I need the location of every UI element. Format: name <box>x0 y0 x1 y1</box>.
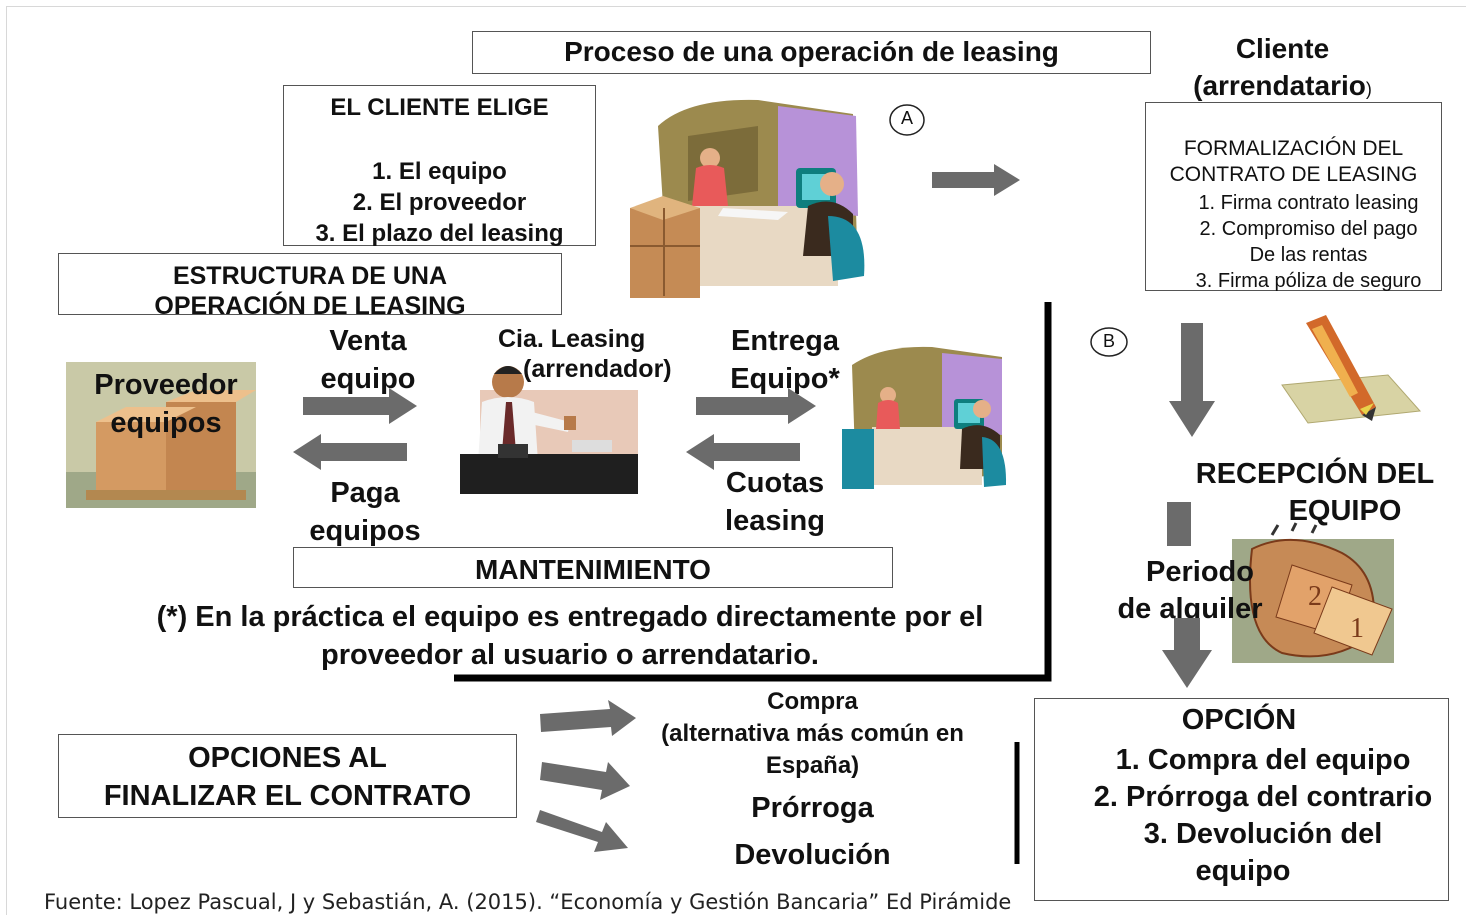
slide-frame <box>6 6 1466 915</box>
proveedor-line2: equipos <box>110 407 222 439</box>
estructura-line2: OPERACIÓN DE LEASING <box>154 292 466 320</box>
compra-label: Compra (alternativa más común en España) <box>640 686 985 782</box>
page-title: Proceso de una operación de leasing <box>564 36 1059 67</box>
opciones-fin-line2: FINALIZAR EL CONTRATO <box>103 780 472 812</box>
opcion-box <box>1034 698 1449 901</box>
devolucion-label: Devolución <box>734 839 891 871</box>
opciones-fin-line1: OPCIONES AL <box>188 742 387 774</box>
cliente-line1: Cliente <box>1235 33 1330 64</box>
opcion-list: 1. Compra del equipo 2. Prórroga del con… <box>1058 742 1467 890</box>
opcion-heading: OPCIÓN <box>1181 704 1297 736</box>
venta-label: Venta equipo <box>293 322 443 398</box>
formalizacion-heading-line1: FORMALIZACIÓN DEL <box>1183 137 1404 160</box>
cliente-elige-item: 2. El proveedor <box>352 189 527 216</box>
paga-line1: Paga <box>330 477 400 509</box>
source-caption: Fuente: Lopez Pascual, J y Sebastián, A.… <box>44 890 1012 914</box>
nota-text: (*) En la práctica el equipo es entregad… <box>100 598 1040 674</box>
formalizacion-item: De las rentas <box>1249 244 1368 266</box>
marker-a-circle <box>889 104 925 136</box>
arrow-option-devolucion <box>536 810 628 852</box>
calendar-illustration: 2 1 <box>1232 522 1394 663</box>
cia-label-line2: (arrendador) <box>523 355 672 383</box>
estructura-label: ESTRUCTURA DE UNA OPERACIÓN DE LEASING <box>58 261 562 321</box>
estructura-line1: ESTRUCTURA DE UNA <box>172 262 448 290</box>
formalizacion-item: 3. Firma póliza de seguro <box>1195 270 1422 292</box>
proveedor-label: Proveedor equipos <box>66 366 266 442</box>
paga-line2: equipos <box>309 515 421 547</box>
recepcion-line1: RECEPCIÓN DEL <box>1195 458 1435 490</box>
office-meeting-illustration <box>630 99 865 298</box>
opciones-fin-label: OPCIONES AL FINALIZAR EL CONTRATO <box>58 739 517 815</box>
venta-line1: Venta <box>329 325 407 357</box>
opciones-fin-box <box>58 734 517 818</box>
opcion-item: 3. Devolución del <box>1143 818 1383 850</box>
arrow-option-compra <box>540 700 636 736</box>
nota-line2: proveedor al usuario o arrendatario. <box>321 639 819 671</box>
cuotas-line2: leasing <box>725 505 825 537</box>
cliente-elige-box <box>283 85 596 246</box>
formalizacion-heading-line2: CONTRATO DE LEASING <box>1169 163 1418 186</box>
cliente-line2: (arrendatario <box>1193 70 1366 101</box>
formalizacion-heading: FORMALIZACIÓN DEL CONTRATO DE LEASING <box>1145 136 1442 188</box>
arrow-option-prorroga <box>540 762 630 800</box>
compra-line3: España) <box>765 752 860 779</box>
mantenimiento-label: MANTENIMIENTO <box>475 554 711 585</box>
marker-b-circle <box>1090 327 1128 357</box>
entrega-label: Entrega Equipo* <box>720 322 850 398</box>
arrow-venta-right <box>303 388 417 424</box>
pen-signing-illustration <box>1281 315 1422 424</box>
cliente-paren: ) <box>1365 79 1372 99</box>
marker-a-label: A <box>900 108 913 128</box>
formalizacion-item: 1. Firma contrato leasing <box>1198 192 1419 214</box>
entrega-line2: Equipo* <box>730 363 840 395</box>
title-box <box>472 31 1151 74</box>
prorroga-label: Prórroga <box>751 792 874 824</box>
cuotas-line1: Cuotas <box>725 467 825 499</box>
mantenimiento-box <box>293 547 893 588</box>
formalizacion-item: 2. Compromiso del pago <box>1199 218 1418 240</box>
arrow-cuotas-left <box>686 434 800 470</box>
cliente-elige-list: 1. El equipo 2. El proveedor 3. El plazo… <box>283 156 596 249</box>
compra-line2: (alternativa más común en <box>661 720 964 747</box>
paga-label: Paga equipos <box>290 474 440 550</box>
recepcion-label: RECEPCIÓN DEL EQUIPO <box>1180 456 1450 530</box>
proveedor-line1: Proveedor <box>94 369 238 401</box>
nota-line1: (*) En la práctica el equipo es entregad… <box>156 601 984 633</box>
cliente-elige-heading: EL CLIENTE ELIGE <box>330 94 549 121</box>
formalizacion-box <box>1145 102 1442 291</box>
compra-line1: Compra <box>767 688 858 715</box>
cliente-elige-item: 1. El equipo <box>372 158 507 185</box>
office-meeting-small-illustration <box>842 346 1007 489</box>
arrow-entrega-right <box>696 388 816 424</box>
opcion-item: 2. Prórroga del contrario <box>1093 781 1433 813</box>
estructura-box <box>58 253 562 315</box>
periodo-label: Periodo de alquiler <box>1105 554 1275 628</box>
opcion-item: 1. Compra del equipo <box>1115 744 1411 776</box>
cuotas-label: Cuotas leasing <box>710 464 840 540</box>
arrow-down-recepcion <box>1169 323 1215 437</box>
arrow-down-opcion <box>1162 618 1212 688</box>
periodo-line1: Periodo <box>1146 556 1254 588</box>
recepcion-line2: EQUIPO <box>1288 495 1402 527</box>
connector-line <box>454 302 1052 682</box>
arrow-to-formalizacion <box>932 164 1020 196</box>
cliente-label: Cliente (arrendatario) <box>1175 30 1390 108</box>
marker-b-label: B <box>1102 331 1115 351</box>
boxes-illustration <box>66 362 256 508</box>
arrow-paga-left <box>293 434 407 470</box>
cia-label-line1: Cia. Leasing <box>498 325 646 353</box>
opcion-item: equipo <box>1195 855 1291 887</box>
entrega-line1: Entrega <box>731 325 839 357</box>
svg-text:2: 2 <box>1308 581 1322 612</box>
divider-line <box>1014 742 1020 864</box>
arrow-down-periodo-top <box>1167 502 1191 546</box>
businessman-phone-illustration <box>460 366 638 494</box>
svg-text:1: 1 <box>1350 613 1364 644</box>
cliente-elige-item: 3. El plazo del leasing <box>315 220 564 247</box>
formalizacion-list: 1. Firma contrato leasing 2. Compromiso … <box>1160 190 1457 294</box>
venta-line2: equipo <box>320 363 416 395</box>
